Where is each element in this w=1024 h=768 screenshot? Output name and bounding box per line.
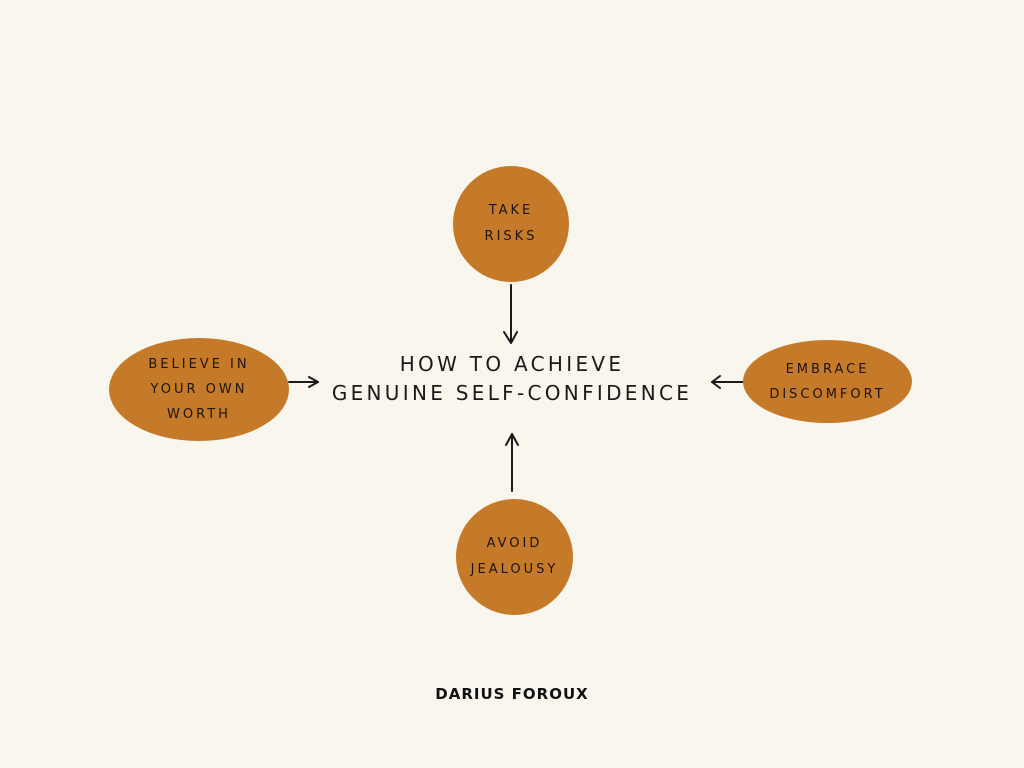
- node-believe-in-your-own-worth: BELIEVE IN YOUR OWN WORTH: [109, 338, 289, 441]
- arrow-bottom-to-title: [505, 433, 519, 492]
- node-avoid-jealousy: AVOID JEALOUSY: [456, 499, 573, 615]
- node-label: BELIEVE IN YOUR OWN WORTH: [148, 357, 250, 422]
- arrow-top-to-title: [503, 284, 518, 344]
- arrow-left-to-title: [288, 376, 319, 388]
- node-label: AVOID JEALOUSY: [470, 536, 559, 577]
- node-label: TAKE RISKS: [484, 203, 538, 244]
- arrow-right-to-title: [711, 375, 744, 389]
- node-label: EMBRACE DISCOMFORT: [769, 361, 886, 402]
- title-line-2: GENUINE SELF-CONFIDENCE: [331, 381, 693, 405]
- title-line-1: HOW TO ACHIEVE: [399, 352, 625, 376]
- diagram-title: HOW TO ACHIEVE GENUINE SELF-CONFIDENCE: [300, 350, 724, 408]
- author-signature: DARIUS FOROUX: [435, 685, 589, 703]
- node-embrace-discomfort: EMBRACE DISCOMFORT: [743, 340, 912, 423]
- node-take-risks: TAKE RISKS: [453, 166, 569, 282]
